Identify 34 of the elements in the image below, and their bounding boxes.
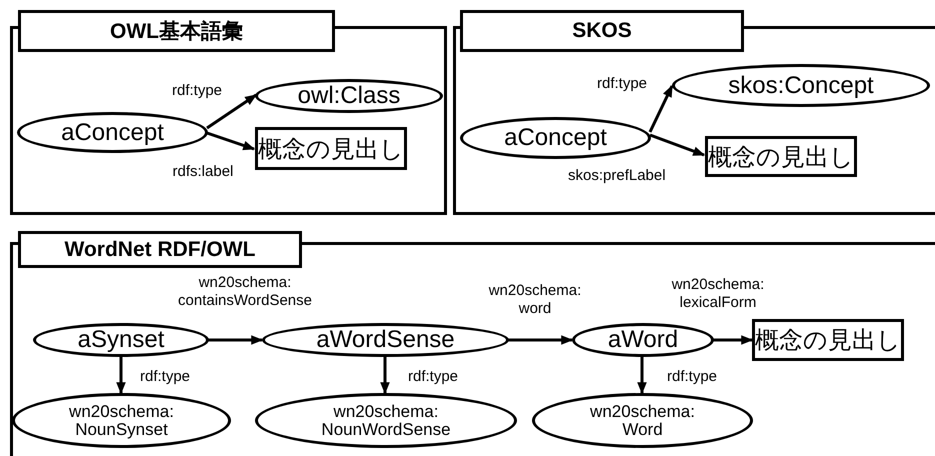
arrow: [380, 357, 390, 394]
edge-label: skos:prefLabel: [567, 167, 667, 185]
arrow: [116, 357, 126, 394]
panel: [453, 10, 935, 215]
ellipse-node: skos:Concept: [672, 64, 930, 107]
panel-heading: WordNet RDF/OWL: [18, 231, 302, 268]
panel-heading: OWL基本語彙: [18, 10, 335, 52]
arrow: [649, 134, 706, 156]
arrow: [208, 335, 264, 345]
arrow: [508, 335, 574, 345]
panel-heading: SKOS: [460, 10, 744, 52]
text-box: 概念の見出し: [255, 127, 407, 170]
panel: [10, 10, 447, 215]
arrow: [206, 132, 256, 150]
text-box: 概念の見出し: [752, 319, 904, 361]
arrow: [637, 357, 647, 394]
arrow: [648, 84, 674, 133]
ellipse-node: wn20schema: Word: [532, 393, 753, 448]
ellipse-node: aConcept: [17, 112, 208, 153]
edge-label: rdf:type: [139, 368, 192, 386]
ellipse-node: aConcept: [460, 117, 651, 159]
text-box: 概念の見出し: [705, 136, 857, 177]
ellipse-node: wn20schema: NounWordSense: [255, 393, 517, 448]
edge-label: rdf:type: [666, 368, 718, 386]
ellipse-node: aWordSense: [262, 323, 509, 357]
ellipse-node: owl:Class: [255, 79, 443, 113]
edge-label: rdf:type: [596, 75, 648, 93]
ellipse-node: wn20schema: NounSynset: [12, 393, 231, 448]
edge-label: rdf:type: [171, 82, 224, 100]
arrow: [713, 335, 754, 345]
ellipse-node: aWord: [572, 323, 714, 357]
ellipse-node: aSynset: [33, 323, 209, 357]
arrow: [206, 94, 257, 130]
edge-label: rdf:type: [407, 368, 460, 386]
